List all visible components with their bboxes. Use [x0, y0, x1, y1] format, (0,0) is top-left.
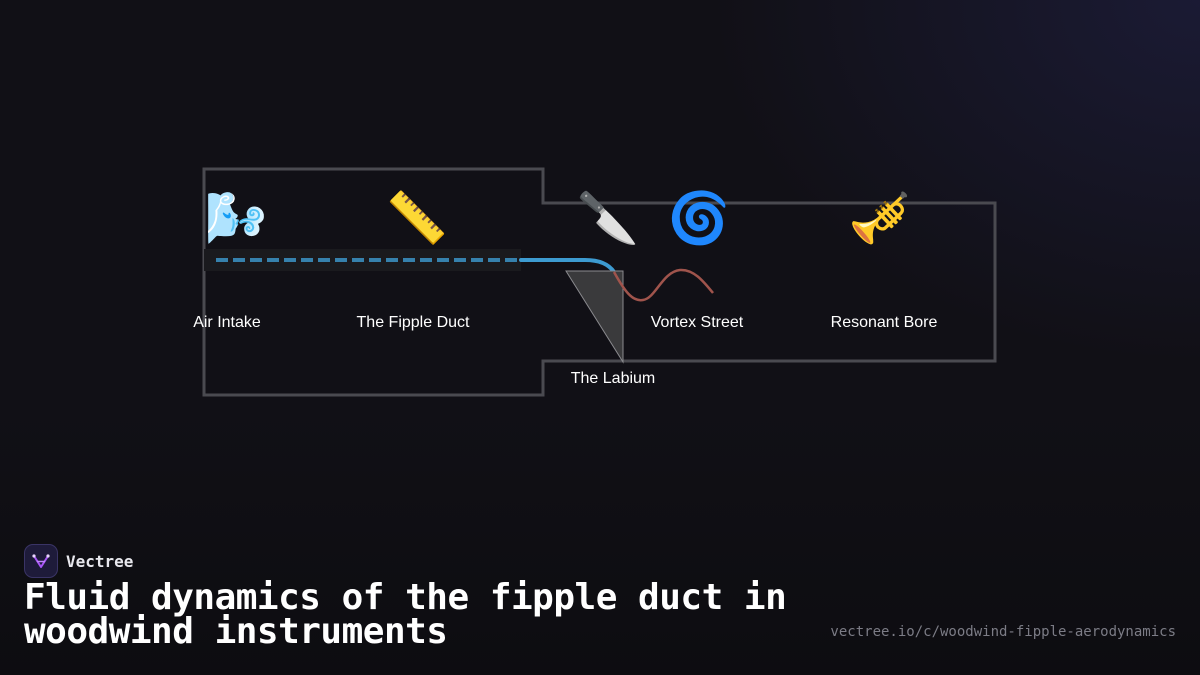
trumpet-icon: 🎺 [848, 189, 912, 247]
vortex-wave [612, 268, 714, 302]
node-label-resonant-bore: Resonant Bore [830, 314, 938, 331]
cyclone-icon: 🌀 [667, 189, 731, 247]
labium-wedge [565, 270, 624, 364]
vectree-logo-icon [24, 544, 58, 578]
page-title: Fluid dynamics of the fipple duct in woo… [24, 577, 787, 652]
ruler-icon: 📏 [385, 189, 449, 247]
wind-blowing-face-icon: 🌬️ [204, 189, 268, 247]
node-label-air-intake: Air Intake [193, 314, 261, 331]
instrument-outline [202, 167, 997, 397]
kitchen-knife-icon: 🔪 [576, 189, 640, 247]
node-label-fipple-duct: The Fipple Duct [356, 314, 470, 331]
brand-name: Vectree [66, 551, 134, 571]
node-label-vortex-street: Vortex Street [650, 314, 744, 331]
air-jet [519, 258, 616, 274]
page-url[interactable]: vectree.io/c/woodwind-fipple-aerodynamic… [830, 624, 1176, 640]
node-label-labium: The Labium [570, 370, 656, 387]
brand[interactable]: Vectree [24, 544, 133, 578]
